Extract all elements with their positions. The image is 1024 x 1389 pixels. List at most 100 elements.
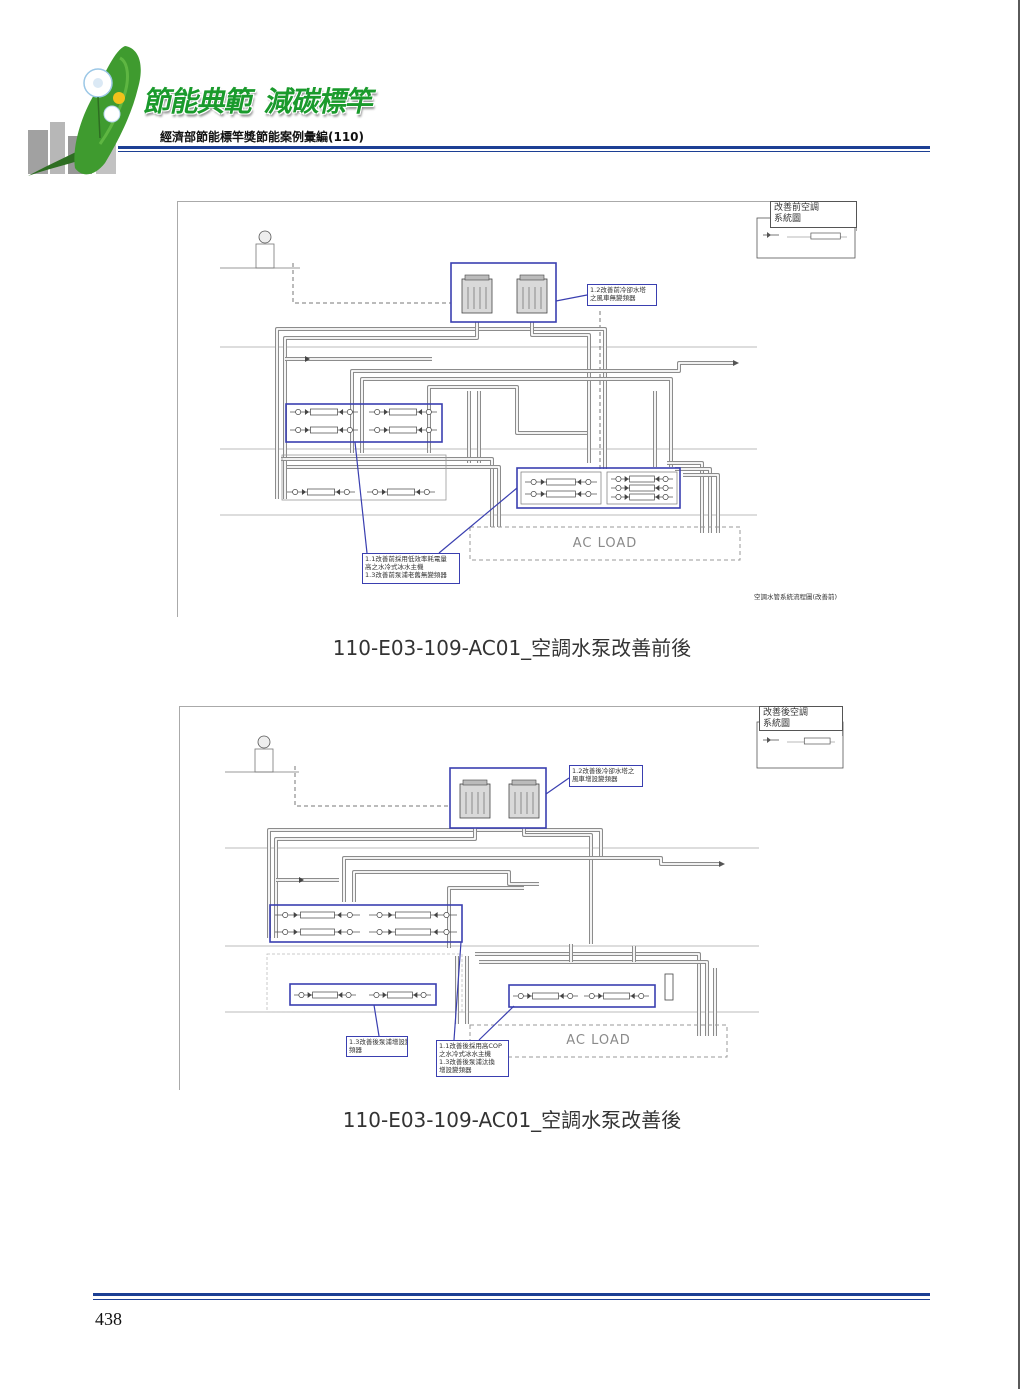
- pipe-bore: [523, 828, 592, 944]
- legend-title: 改善後空調 系統圖: [759, 706, 843, 731]
- legend-title-line: 改善後空調: [763, 708, 809, 718]
- callout-line: 1.1改善前採用低效率耗電量: [365, 555, 447, 563]
- pump: [346, 912, 353, 918]
- pump: [588, 993, 595, 999]
- pipe-bore: [683, 474, 719, 533]
- chiller-unit: [300, 928, 335, 936]
- footer-rule-thin: [93, 1299, 930, 1300]
- chiller-unit: [532, 992, 559, 1000]
- header-rule-thick: [118, 146, 930, 149]
- header-rule-thin: [118, 151, 930, 152]
- cooling-tower: [459, 783, 491, 819]
- pipe-bore: [475, 953, 700, 1036]
- pipe-outline: [427, 385, 587, 453]
- legend-symbol: [767, 737, 771, 743]
- callout-leader: [453, 941, 462, 1041]
- cooling-tower-box: [449, 767, 547, 829]
- pump: [282, 912, 289, 918]
- pipe-outline: [274, 828, 477, 938]
- header-subtitle: 經濟部節能標竿獎節能案例彙編(110): [160, 130, 365, 144]
- pipe-bore: [275, 828, 476, 938]
- chiller-box: [269, 904, 463, 943]
- chiller-pump-callout: 1.1改善後採用高COP 之水冷式冰水主機 1.3改善後泵浦汰換 增設變頻器: [436, 1040, 509, 1077]
- tower-fan: [462, 779, 488, 786]
- chiller-unit: [300, 911, 335, 919]
- pump-group: [606, 471, 678, 505]
- figure-caption-before: 110-E03-109-AC01_空調水泵改善前後: [332, 636, 692, 660]
- callout-line: 1.3改善後泵浦汰換: [439, 1058, 495, 1066]
- pump: [425, 409, 432, 415]
- dashed-pipe: [294, 766, 450, 807]
- chiller-box: [285, 403, 443, 443]
- pump-box: [508, 984, 656, 1008]
- legend-title-line: 改善前空調: [774, 203, 820, 213]
- pump: [292, 489, 299, 495]
- tower-fan: [519, 274, 545, 281]
- callout-line: 1.1改善後採用高COP: [439, 1042, 502, 1050]
- pipe-bore: [281, 458, 493, 527]
- pump: [443, 929, 450, 935]
- pipe-outline: [530, 322, 591, 463]
- expansion-tank: [664, 973, 674, 1001]
- pipe-bore: [276, 328, 606, 499]
- dashed-pipe: [292, 263, 451, 304]
- chiller-unit: [629, 493, 655, 501]
- lower-chiller-box: [289, 983, 437, 1006]
- cooling-tower-box: [450, 262, 557, 323]
- callout-line: 1.3改善後泵浦增設變: [349, 1038, 408, 1046]
- pump: [517, 993, 524, 999]
- cooling-tower-callout: 1.2改善後冷卻水塔之 風車增設變頻器: [569, 765, 643, 787]
- ac-load-box: [469, 526, 741, 561]
- legend-title: 改善前空調 系統圖: [770, 201, 857, 228]
- chiller-unit: [389, 426, 417, 434]
- callout-line: 1.3改善前泵浦老舊無變頻器: [365, 571, 447, 579]
- chiller-pump-callout: 1.1改善前採用低效率耗電量 高之水冷式冰水主機 1.3改善前泵浦老舊無變頻器: [362, 553, 460, 584]
- chiller-unit: [312, 991, 338, 999]
- scan-edge: [1018, 0, 1020, 1389]
- header-title-part2: 減碳標竿: [262, 85, 378, 118]
- pump: [346, 427, 353, 433]
- ac-load-label: AC LOAD: [566, 1033, 631, 1048]
- pump: [530, 491, 537, 497]
- chiller-unit: [629, 475, 655, 483]
- pump-group: [520, 471, 602, 505]
- pump: [423, 489, 430, 495]
- pump: [374, 409, 381, 415]
- pump: [420, 992, 427, 998]
- pump: [615, 485, 622, 491]
- pump: [376, 929, 383, 935]
- taiwan-dandelion-logo: [28, 46, 141, 176]
- lower-plant-area: [266, 953, 463, 1013]
- chiller-unit: [546, 490, 576, 498]
- callout-line: 頻器: [349, 1046, 362, 1054]
- tower-fan: [511, 779, 537, 786]
- callout-line: 1.2改善前冷卻水塔: [590, 286, 646, 294]
- page-number: 438: [95, 1309, 122, 1329]
- pipe-outline: [267, 828, 603, 938]
- hvac-diagram-before: 改善前空調 系統圖 1.2改善前冷卻水塔 之風車無變頻器 1.1改善前採用低效率…: [177, 201, 857, 617]
- chiller-unit: [389, 408, 417, 416]
- pipe-outline: [447, 886, 524, 948]
- valve: [305, 356, 310, 362]
- cooling-tower: [461, 278, 493, 314]
- figure-caption-after: 110-E03-109-AC01_空調水泵改善後: [342, 1108, 682, 1132]
- footer-rule-thick: [93, 1293, 930, 1296]
- chiller-unit: [546, 478, 576, 486]
- pump: [567, 993, 574, 999]
- hvac-diagram-before-drawing: [177, 201, 857, 617]
- pump: [298, 992, 305, 998]
- pipe-bore: [479, 961, 708, 1036]
- chiller-unit: [603, 992, 630, 1000]
- pump: [295, 409, 302, 415]
- pump: [282, 929, 289, 935]
- callout-leader: [438, 487, 518, 554]
- callout-leader: [555, 294, 588, 302]
- pump: [346, 929, 353, 935]
- callout-leader: [545, 777, 570, 795]
- pump: [425, 427, 432, 433]
- legend-symbol: [803, 737, 831, 745]
- rooftop-tank: [258, 230, 272, 244]
- pump: [662, 494, 669, 500]
- tower-fan: [464, 274, 490, 281]
- flow-arrow: [733, 360, 739, 366]
